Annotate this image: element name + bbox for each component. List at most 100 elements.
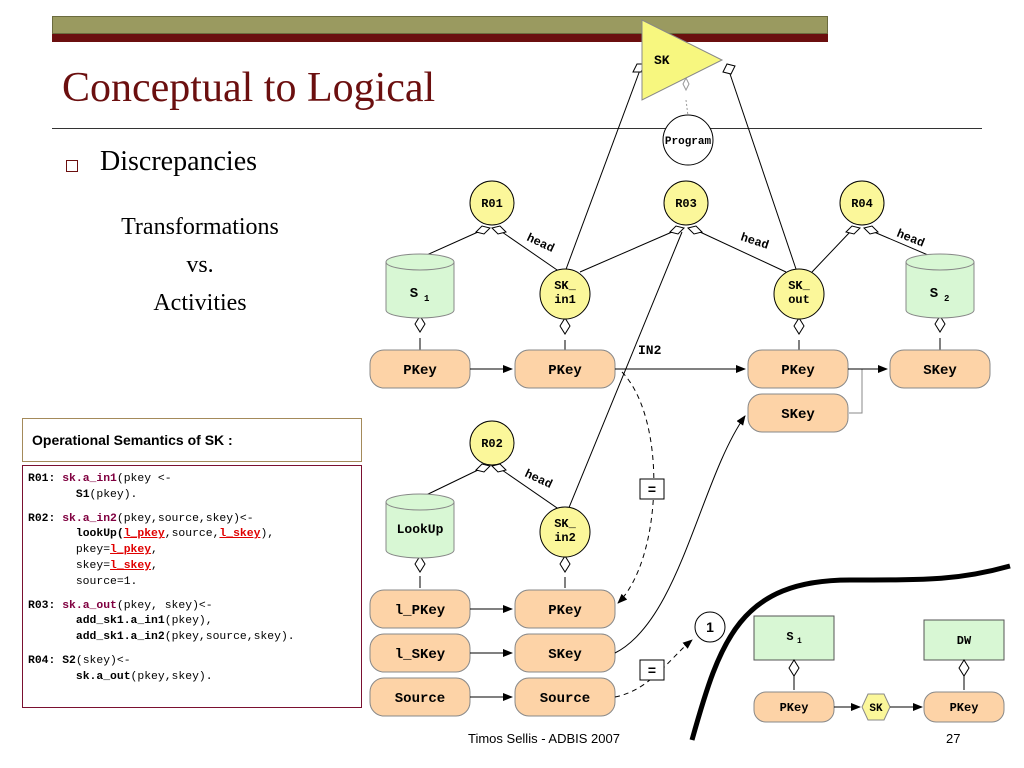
equality-label-2: = <box>648 664 656 680</box>
code-token: sk.a_out <box>75 670 131 683</box>
mini-pkey-right <box>923 691 1005 723</box>
diamond-icon <box>863 225 879 235</box>
code-token: add_sk1.a_in2 <box>75 631 165 644</box>
bullet-text: Discrepancies <box>100 146 258 177</box>
store-s2-sub: 2 <box>944 294 949 304</box>
attr-in2-skey: SKey <box>548 647 582 663</box>
program-diamond-icon <box>682 76 690 92</box>
mini-dw-box <box>923 619 1005 661</box>
diamond-icon <box>722 63 736 75</box>
code-line: skey=l_skey, <box>28 559 357 575</box>
r01-label: R01 <box>481 197 503 211</box>
sk-triangle <box>641 19 724 101</box>
code-token: (pkey,source,skey)<- <box>116 512 254 525</box>
header-bar <box>52 16 828 34</box>
code-token: S2 <box>62 654 76 667</box>
attr-out-skey: SKey <box>781 407 815 423</box>
attr-in2-pkey: PKey <box>548 603 582 619</box>
equality-box-2 <box>639 659 665 681</box>
mini-s1-label: S <box>786 630 793 644</box>
subtitle-line-3: Activities <box>153 290 247 316</box>
code-token: l_pkey <box>110 544 152 557</box>
mini-s1-sub: 1 <box>797 637 802 646</box>
code-token: sk.a_out <box>62 599 117 612</box>
code-line: lookUp(l_pkey,source,l_skey), <box>28 527 357 543</box>
diamond-icon <box>845 225 861 235</box>
code-token: source=1. <box>28 575 138 588</box>
code-token: (skey)<- <box>75 654 131 667</box>
code-token: R04: <box>28 654 63 667</box>
attr-l-skey: l_SKey <box>395 647 446 663</box>
code-line: R04: S2(skey)<- <box>28 654 357 670</box>
code-token: R03: <box>28 599 63 612</box>
code-line: source=1. <box>28 575 357 591</box>
subtitle-line-2: vs. <box>186 252 214 278</box>
separator-curve <box>689 563 1011 741</box>
code-token: l_skey <box>219 528 261 541</box>
equality-label: = <box>648 483 656 499</box>
attr-l-pkey: l_PKey <box>395 603 446 619</box>
code-token: (pkey <- <box>116 473 172 485</box>
sk-in2-label-1: SK_ <box>554 517 576 531</box>
diamond-icon <box>559 555 571 573</box>
sk-in1-node <box>539 268 591 320</box>
r02-label: R02 <box>481 437 503 451</box>
code-line: R01: sk.a_in1(pkey <- <box>28 472 357 488</box>
code-token: l_pkey <box>123 528 165 541</box>
code-token: l_skey <box>110 559 152 572</box>
code-token: R02: <box>28 512 63 525</box>
mini-conceptual-diagram: S 1 DW PKey SK PKey <box>753 615 1005 723</box>
code-line: R03: sk.a_out(pkey, skey)<- <box>28 599 357 615</box>
code-token: lookUp( <box>75 528 124 541</box>
code-token: R01: <box>28 473 63 485</box>
store-s2: S 2 <box>905 253 975 319</box>
attr-s2-skey: SKey <box>923 363 957 379</box>
store-s1-sub: 1 <box>424 294 430 304</box>
diamond-icon <box>687 225 703 235</box>
store-lookup-label: LookUp <box>397 522 444 537</box>
in2-label: IN2 <box>638 343 662 358</box>
attr-lk-source: Source <box>395 691 445 707</box>
diamond-icon <box>559 317 571 335</box>
sk-out-node <box>773 268 825 320</box>
diamond-icon <box>958 659 970 677</box>
code-line: R02: sk.a_in2(pkey,source,skey)<- <box>28 512 357 528</box>
diamond-icon <box>788 659 800 677</box>
mini-pkey-right-label: PKey <box>950 701 979 715</box>
header-bar-accent <box>52 34 828 42</box>
head-label: head <box>524 231 556 256</box>
footer-author: Timos Sellis - ADBIS 2007 <box>468 731 620 746</box>
code-token: (pkey,source,skey). <box>164 631 295 644</box>
code-token: sk.a_in1 <box>62 473 117 485</box>
mini-dw-label: DW <box>957 634 972 648</box>
code-token: , <box>151 544 158 557</box>
attr-s1-pkey: PKey <box>403 363 437 379</box>
code-token: sk.a_in2 <box>62 512 117 525</box>
code-line: add_sk1.a_in1(pkey), <box>28 614 357 630</box>
code-line: pkey=l_pkey, <box>28 543 357 559</box>
code-token: (pkey). <box>89 488 138 501</box>
code-token: , <box>151 559 158 572</box>
code-token: (pkey, skey)<- <box>116 599 213 612</box>
code-line: add_sk1.a_in2(pkey,source,skey). <box>28 630 357 646</box>
diamond-icon <box>669 225 685 235</box>
mini-pkey-left-label: PKey <box>780 701 809 715</box>
attr-in1-pkey: PKey <box>548 363 582 379</box>
r04-label: R04 <box>851 197 873 211</box>
code-token: skey= <box>28 559 111 572</box>
attr-in2-source: Source <box>540 691 590 707</box>
opsem-code-box: R01: sk.a_in1(pkey <- S1(pkey).R02: sk.a… <box>22 465 362 708</box>
subtitle-line-1: Transformations <box>121 214 279 240</box>
attribute-pills: PKey PKey PKey SKey SKey l_PKey l_SKey S… <box>369 349 991 717</box>
opsem-heading: Operational Semantics of SK : <box>22 418 362 462</box>
code-token: (pkey), <box>164 615 213 628</box>
mini-s1-box <box>753 615 835 661</box>
code-token: ), <box>260 528 275 541</box>
code-line: sk.a_out(pkey,skey). <box>28 670 357 686</box>
code-token: pkey= <box>28 544 111 557</box>
sk-out-label-2: out <box>788 293 810 307</box>
diamond-icon <box>793 317 805 335</box>
r03-label: R03 <box>675 197 697 211</box>
r02-node <box>469 420 515 466</box>
